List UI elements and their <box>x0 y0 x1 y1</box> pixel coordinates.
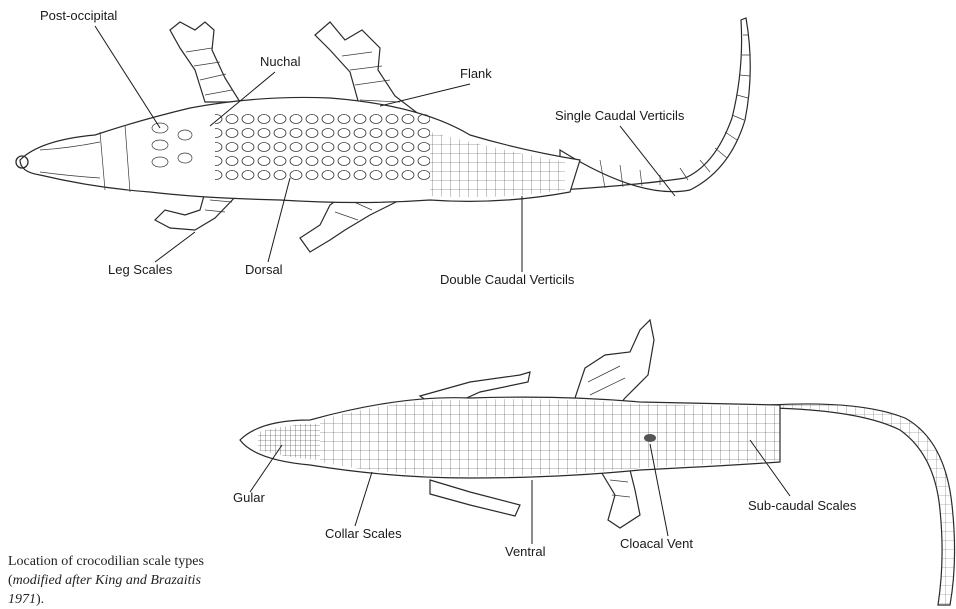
label-double-caudal-verticils: Double Caudal Verticils <box>440 272 575 287</box>
leader-collar-scales <box>355 472 372 526</box>
label-post-occipital: Post-occipital <box>40 8 117 23</box>
figure-caption: Location of crocodilian scale types (mod… <box>8 552 238 609</box>
dorsal-view-crocodile <box>16 18 750 252</box>
label-collar-scales: Collar Scales <box>325 526 402 541</box>
cloacal-vent-mark <box>644 434 656 442</box>
label-flank: Flank <box>460 66 492 81</box>
label-ventral: Ventral <box>505 544 546 559</box>
label-gular: Gular <box>233 490 265 505</box>
leader-post-occipital <box>95 26 160 128</box>
label-dorsal: Dorsal <box>245 262 283 277</box>
label-leg-scales: Leg Scales <box>108 262 173 277</box>
label-single-caudal-verticils: Single Caudal Verticils <box>555 108 685 123</box>
ventral-view-crocodile <box>240 320 955 605</box>
label-sub-caudal-scales: Sub-caudal Scales <box>748 498 857 513</box>
label-nuchal: Nuchal <box>260 54 301 69</box>
leader-leg-scales <box>155 232 195 262</box>
label-cloacal-vent: Cloacal Vent <box>620 536 693 551</box>
